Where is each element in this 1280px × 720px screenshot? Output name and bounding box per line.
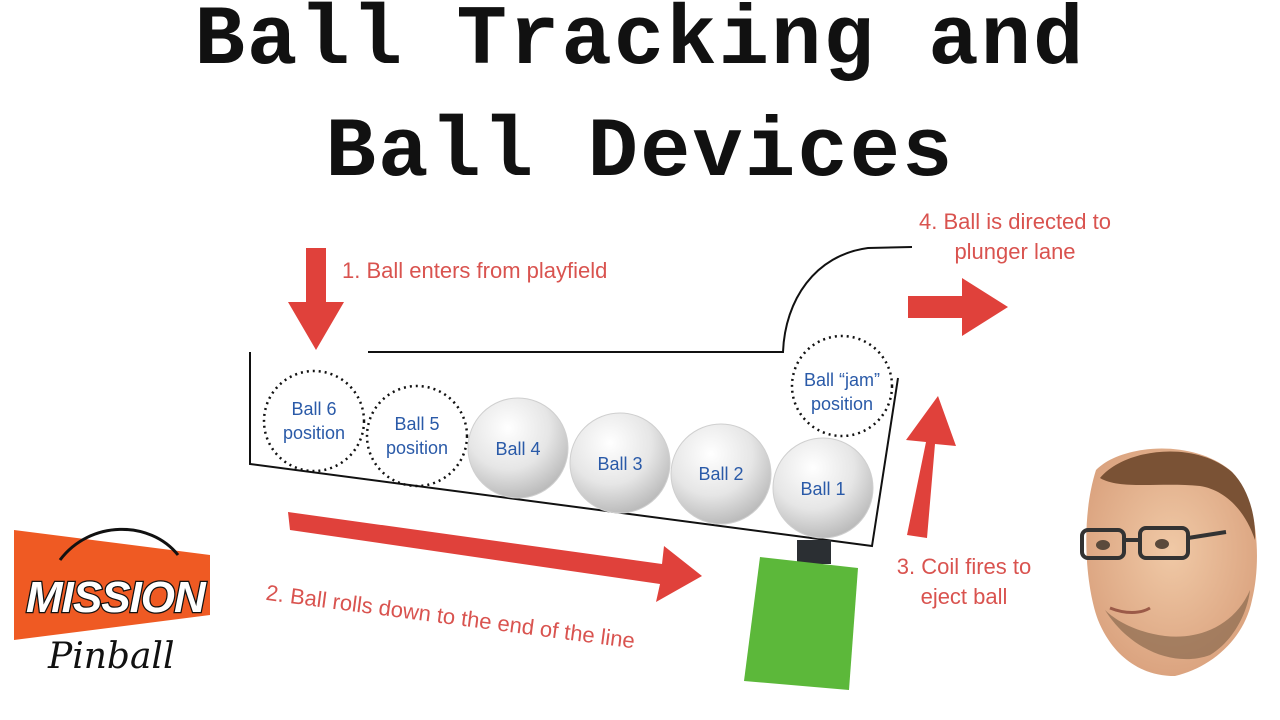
ball-5-label-line1: Ball 5 [394,414,440,434]
logo-text-pinball: Pinball [47,636,174,677]
title-line-2: Ball Devices [325,106,955,201]
balls [467,397,874,539]
ball-6-label: Ball 6 position [264,397,364,445]
title-line-1: Ball Tracking and [194,0,1086,89]
arrow-to-plunger-lane [908,278,1008,336]
jam-position-label: Ball “jam” position [787,368,897,416]
left-eye [1096,540,1110,550]
ball-trough [249,246,913,548]
ball-6-label-line1: Ball 6 [291,399,337,419]
ball-5-label-line2: position [385,438,449,458]
ball-3 [569,412,671,514]
hair [1100,451,1256,540]
ball-4-label: Ball 4 [495,439,541,459]
jam-position-marker [790,334,894,438]
mission-pinball-logo: MISSION Pinball [14,527,210,677]
logo-arc [58,527,180,561]
step-3-line2: eject ball [920,584,1008,609]
ball-4 [467,397,569,499]
beard [1105,590,1250,660]
step-3-line1: 3. Coil fires to [896,554,1032,579]
ball-1-label: Ball 1 [800,479,846,499]
step-4-line2: plunger lane [954,239,1076,264]
dotted-position-markers [262,334,894,488]
trough-floor [249,352,899,548]
ball-2-label: Ball 2 [698,464,744,484]
ball-3-label: Ball 3 [597,454,643,474]
face-shape [1086,448,1257,676]
ball-6-position-marker [262,369,366,473]
jam-label-line1: Ball “jam” [803,370,880,390]
coil-plunger [797,540,831,564]
coil-body [744,557,858,690]
ball-5-position-marker [365,384,469,488]
presenter-photo [1080,448,1257,676]
mouth [1109,606,1151,614]
right-eye [1155,539,1169,549]
step-1-label: 1. Ball enters from playfield [342,258,608,283]
ball-2 [670,423,772,525]
arrow-roll-down [288,512,702,602]
arrows [288,248,1008,602]
arrow-eject-up [906,396,956,538]
step-3-label: 3. Coil fires to eject ball [878,552,1050,612]
glasses [1080,526,1227,560]
jam-label-line2: position [810,394,874,414]
arrow-down-entry [288,248,344,350]
step-4-line1: 4. Ball is directed to [919,209,1111,234]
ball-5-label: Ball 5 position [367,412,467,460]
ball-1 [772,437,874,539]
trough-top-guide [368,246,913,353]
step-4-label: 4. Ball is directed to plunger lane [880,207,1150,267]
logo-text-mission: MISSION [26,573,207,622]
ball-6-label-line2: position [282,423,346,443]
